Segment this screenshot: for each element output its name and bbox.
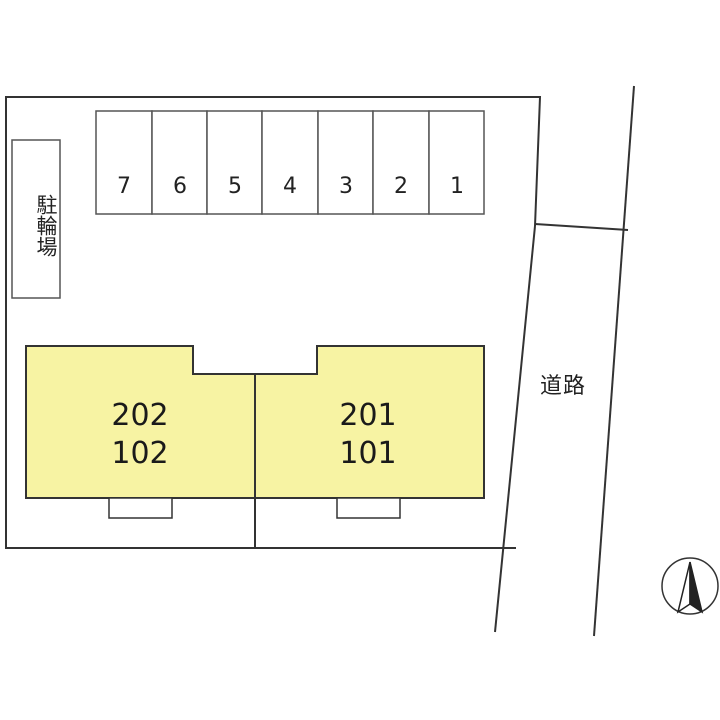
parking-label-2: 2 [394, 174, 408, 199]
road-edge-left [494, 225, 536, 633]
parking-label-6: 6 [173, 174, 187, 199]
bicycle-parking-box [11, 139, 61, 299]
entrance-step-east [336, 497, 401, 519]
parking-label-7: 7 [117, 174, 131, 199]
road-edge-right [593, 85, 635, 637]
parking-label-5: 5 [228, 174, 242, 199]
road-top-line [534, 223, 629, 231]
parking-label-1: 1 [450, 174, 464, 199]
unit-label-201: 201 [339, 398, 397, 433]
parking-label-4: 4 [283, 174, 297, 199]
unit-label-102: 102 [111, 436, 169, 471]
parking-label-3: 3 [339, 174, 353, 199]
parking-space-2 [372, 110, 430, 215]
north-arrow-icon [661, 557, 719, 615]
entrance-step-west [108, 497, 173, 519]
unit-label-202: 202 [111, 398, 169, 433]
bicycle-parking-label: 駐輪場 [34, 193, 58, 257]
road-label: 道路 [540, 374, 587, 399]
parking-space-6 [151, 110, 208, 215]
parking-space-1 [428, 110, 485, 215]
parking-space-5 [206, 110, 263, 215]
unit-label-101: 101 [339, 436, 397, 471]
parking-row [95, 110, 485, 215]
lot-boundary [5, 96, 542, 549]
